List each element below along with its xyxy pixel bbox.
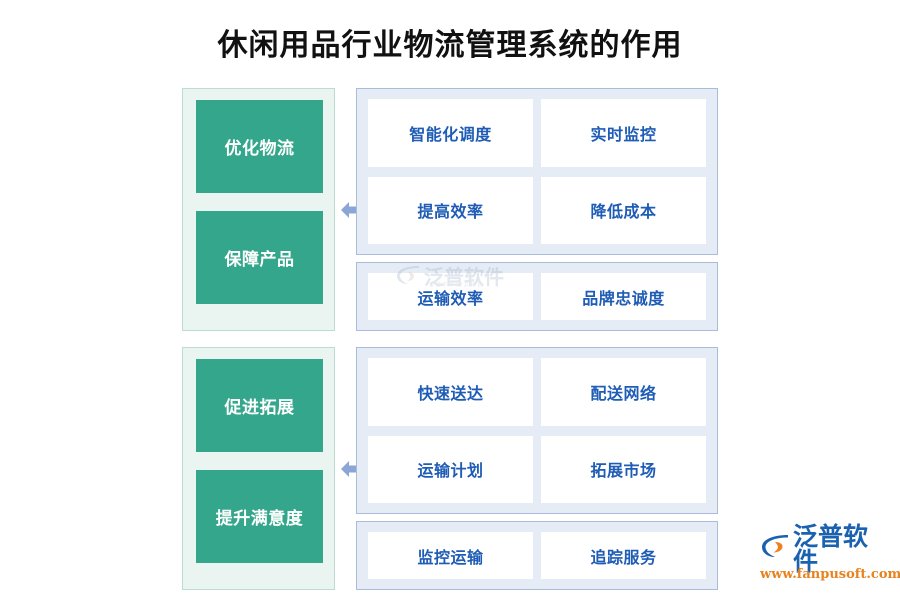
feature-label: 运输计划	[417, 461, 484, 481]
row-1-category-label-2: 保障产品	[224, 250, 295, 270]
row-2-category-box-2[interactable]: 提升满意度	[196, 470, 323, 563]
feature-cell[interactable]: 快速送达	[368, 358, 533, 426]
feature-label: 实时监控	[590, 124, 657, 144]
feature-label: 拓展市场	[590, 461, 657, 481]
feature-cell[interactable]: 运输效率	[368, 273, 533, 320]
feature-label: 提高效率	[417, 202, 484, 222]
row-2-panel-1: 快速送达 配送网络 运输计划 拓展市场	[356, 347, 718, 514]
feature-cell[interactable]: 提高效率	[368, 176, 533, 244]
feature-label: 降低成本	[590, 202, 657, 222]
feature-label: 配送网络	[590, 383, 657, 403]
row-1-left-column: 优化物流 保障产品	[182, 88, 335, 331]
row-2-panel-2: 监控运输 追踪服务	[356, 521, 718, 590]
company-logo: 泛普软件 www.fanpusoft.com	[760, 524, 900, 584]
feature-cell[interactable]: 拓展市场	[541, 435, 706, 503]
row-1-category-box-1[interactable]: 优化物流	[196, 100, 323, 193]
row-1-right-column: 智能化调度 实时监控 提高效率 降低成本	[356, 88, 718, 331]
row-2-panel-2-grid: 监控运输 追踪服务	[368, 532, 706, 579]
feature-label: 追踪服务	[590, 547, 657, 567]
feature-label: 品牌忠诚度	[582, 288, 665, 308]
row-1-category-box-2[interactable]: 保障产品	[196, 211, 323, 304]
row-2-category-label-1: 促进拓展	[224, 398, 295, 418]
feature-cell[interactable]: 配送网络	[541, 358, 706, 426]
feature-cell[interactable]: 运输计划	[368, 435, 533, 503]
row-2-left-column: 促进拓展 提升满意度	[182, 347, 335, 590]
feature-label: 监控运输	[417, 547, 484, 567]
row-1-panel-1: 智能化调度 实时监控 提高效率 降低成本	[356, 88, 718, 255]
feature-cell[interactable]: 追踪服务	[541, 532, 706, 579]
row-1-panel-1-grid: 智能化调度 实时监控 提高效率 降低成本	[368, 99, 706, 244]
row-1-category-label-1: 优化物流	[224, 139, 295, 159]
feature-label: 快速送达	[417, 383, 484, 403]
feature-cell[interactable]: 降低成本	[541, 176, 706, 244]
logo-url-text: www.fanpusoft.com	[760, 567, 900, 582]
feature-label: 运输效率	[417, 288, 484, 308]
row-1-panel-2: 运输效率 品牌忠诚度	[356, 262, 718, 331]
row-2-category-box-1[interactable]: 促进拓展	[196, 359, 323, 452]
page-title: 休闲用品行业物流管理系统的作用	[217, 28, 683, 63]
feature-cell[interactable]: 实时监控	[541, 99, 706, 167]
logo-main-row: 泛普软件	[760, 524, 892, 574]
feature-cell[interactable]: 监控运输	[368, 532, 533, 579]
diagram-row-2: 促进拓展 提升满意度 快速送达	[182, 347, 718, 590]
row-2-panel-1-grid: 快速送达 配送网络 运输计划 拓展市场	[368, 358, 706, 503]
feature-cell[interactable]: 品牌忠诚度	[541, 273, 706, 320]
feature-label: 智能化调度	[409, 124, 492, 144]
logo-swoosh-icon	[760, 532, 790, 565]
row-2-right-column: 快速送达 配送网络 运输计划 拓展市场	[356, 347, 718, 590]
feature-cell[interactable]: 智能化调度	[368, 99, 533, 167]
row-2-category-label-2: 提升满意度	[215, 509, 304, 529]
row-1-panel-2-grid: 运输效率 品牌忠诚度	[368, 273, 706, 320]
logo-brand-text: 泛普软件	[793, 521, 869, 576]
diagram-row-1: 优化物流 保障产品 智能化调度	[182, 88, 718, 331]
